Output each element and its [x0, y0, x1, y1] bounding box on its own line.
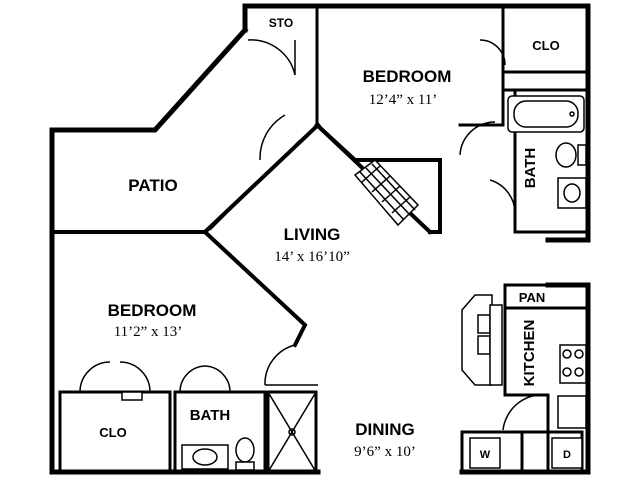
dryer-label: D [563, 449, 571, 461]
bath-right-name: BATH [522, 148, 539, 189]
washer-label: W [480, 449, 491, 461]
sto-label: STO [269, 16, 293, 30]
pan-label: PAN [519, 290, 545, 305]
patio-name: PATIO [128, 176, 177, 195]
bath-left-name: BATH [190, 407, 231, 424]
kitchen-counter [461, 294, 503, 386]
labels: STO CLO BEDROOM 12’4” x 11’ BATH PATIO L… [99, 16, 571, 461]
stove [559, 344, 587, 384]
fireplace [353, 159, 420, 227]
refrigerator [557, 395, 587, 429]
bedroom-top-name: BEDROOM [363, 67, 452, 86]
bedroom-left-size: 11’2” x 13’ [114, 324, 183, 340]
fixtures [181, 95, 587, 471]
clo-top-label: CLO [532, 38, 559, 53]
toilet-left [235, 437, 255, 463]
dining-name: DINING [355, 420, 415, 439]
bedroom-left-name: BEDROOM [108, 301, 197, 320]
dining-size: 9’6” x 10’ [354, 444, 416, 460]
clo-left-label: CLO [99, 425, 126, 440]
kitchen-name: KITCHEN [521, 320, 538, 387]
bedroom-top-size: 12’4” x 11’ [369, 92, 438, 108]
living-size: 14’ x 16’10” [274, 249, 350, 265]
sink-right [557, 177, 587, 209]
toilet-right [555, 142, 577, 168]
washer [469, 437, 501, 469]
dryer [551, 437, 583, 469]
living-name: LIVING [284, 225, 341, 244]
bathtub [507, 95, 585, 133]
